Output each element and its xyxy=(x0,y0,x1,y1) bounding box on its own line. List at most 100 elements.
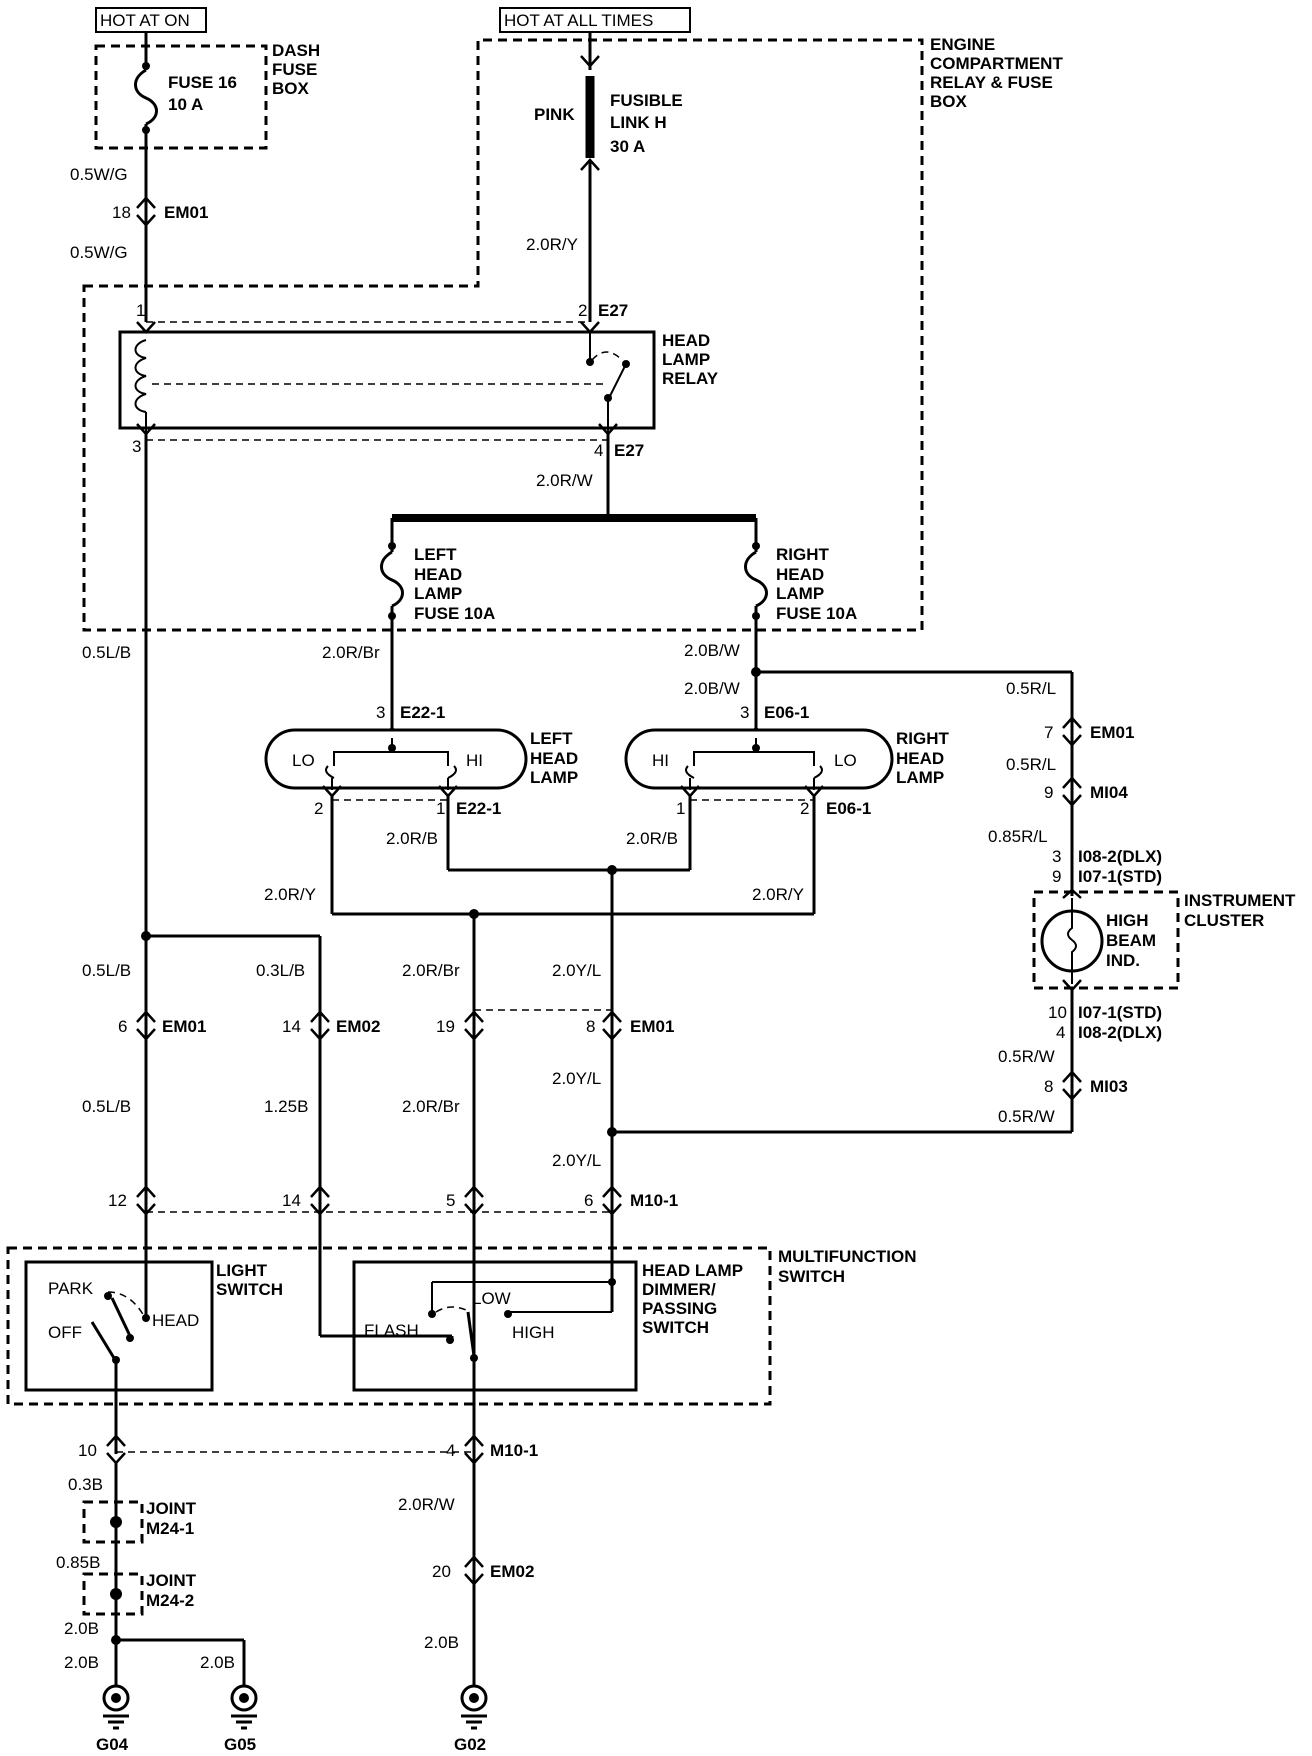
ground-g05-label: G05 xyxy=(224,1735,256,1754)
svg-text:COMPARTMENT: COMPARTMENT xyxy=(930,54,1063,73)
svg-text:2.0R/Br: 2.0R/Br xyxy=(402,961,460,980)
svg-text:M24-2: M24-2 xyxy=(146,1591,194,1610)
svg-text:HEAD: HEAD xyxy=(530,749,578,768)
svg-text:HEAD: HEAD xyxy=(414,565,462,584)
svg-text:FUSE 10A: FUSE 10A xyxy=(414,604,495,623)
svg-text:10: 10 xyxy=(1048,1003,1067,1022)
light-switch xyxy=(24,1260,214,1392)
svg-text:I08-2(DLX): I08-2(DLX) xyxy=(1078,1023,1162,1042)
svg-text:1.25B: 1.25B xyxy=(264,1097,308,1116)
svg-text:6: 6 xyxy=(584,1191,593,1210)
svg-text:JOINT: JOINT xyxy=(146,1499,197,1518)
right-head-lamp-label: RIGHT xyxy=(896,729,950,748)
svg-text:12: 12 xyxy=(108,1191,127,1210)
svg-text:MI04: MI04 xyxy=(1090,783,1128,802)
fuse-16-label: FUSE 16 xyxy=(168,73,237,92)
joint-m24-2 xyxy=(82,1572,144,1616)
head-lamp-relay-label: HEAD xyxy=(662,331,710,350)
svg-text:SWITCH: SWITCH xyxy=(778,1267,845,1286)
head-lamp-dimmer-passing-switch xyxy=(352,1260,638,1392)
ground-g04-icon xyxy=(101,1684,131,1730)
svg-text:5: 5 xyxy=(446,1191,455,1210)
svg-text:E06-1: E06-1 xyxy=(764,703,809,722)
ground-g04-label: G04 xyxy=(96,1735,129,1754)
svg-text:2.0B/W: 2.0B/W xyxy=(684,641,740,660)
svg-text:OFF: OFF xyxy=(48,1323,82,1342)
svg-text:9: 9 xyxy=(1052,867,1061,886)
head-lamp-relay xyxy=(118,330,656,430)
svg-text:BOX: BOX xyxy=(272,79,310,98)
ground-g05-icon xyxy=(229,1684,259,1730)
svg-text:0.5R/W: 0.5R/W xyxy=(998,1107,1055,1126)
svg-text:E06-1: E06-1 xyxy=(826,799,871,818)
svg-text:0.5L/B: 0.5L/B xyxy=(82,1097,131,1116)
svg-text:1: 1 xyxy=(136,301,145,320)
svg-text:6: 6 xyxy=(118,1017,127,1036)
svg-text:2.0R/Br: 2.0R/Br xyxy=(402,1097,460,1116)
right-fuse-label: RIGHT xyxy=(776,545,830,564)
svg-text:E22-1: E22-1 xyxy=(400,703,445,722)
hot-at-all-times-header: HOT AT ALL TIMES xyxy=(499,7,691,33)
svg-text:M10-1: M10-1 xyxy=(630,1191,678,1210)
high-beam-ind-label: HIGH xyxy=(1106,911,1149,930)
svg-text:RELAY & FUSE: RELAY & FUSE xyxy=(930,73,1053,92)
svg-text:FUSE 10A: FUSE 10A xyxy=(776,604,857,623)
svg-text:30 A: 30 A xyxy=(610,137,645,156)
instrument-cluster-label: INSTRUMENT xyxy=(1184,891,1296,910)
svg-text:1: 1 xyxy=(436,799,445,818)
svg-text:LO: LO xyxy=(834,751,857,770)
svg-text:2.0B: 2.0B xyxy=(64,1619,99,1638)
svg-text:1: 1 xyxy=(676,799,685,818)
svg-text:4: 4 xyxy=(594,441,603,460)
relay-contact xyxy=(609,363,627,397)
svg-text:2.0R/Y: 2.0R/Y xyxy=(264,885,316,904)
svg-text:0.5R/L: 0.5R/L xyxy=(1006,679,1056,698)
svg-text:EM01: EM01 xyxy=(164,203,208,222)
svg-text:2: 2 xyxy=(800,799,809,818)
svg-text:0.5W/G: 0.5W/G xyxy=(70,243,128,262)
svg-text:HI: HI xyxy=(652,751,669,770)
svg-text:E27: E27 xyxy=(614,441,644,460)
fuse-16-symbol xyxy=(134,68,158,126)
svg-text:CLUSTER: CLUSTER xyxy=(1184,911,1264,930)
light-switch-lever xyxy=(110,1297,132,1337)
svg-text:HI: HI xyxy=(466,751,483,770)
light-switch-label: LIGHT xyxy=(216,1261,268,1280)
dash-fuse-box-label: DASH xyxy=(272,41,320,60)
svg-text:E22-1: E22-1 xyxy=(456,799,501,818)
svg-text:BEAM: BEAM xyxy=(1106,931,1156,950)
svg-text:IND.: IND. xyxy=(1106,951,1140,970)
engine-compartment-box xyxy=(82,38,924,632)
left-head-lamp-label: LEFT xyxy=(530,729,573,748)
svg-text:3: 3 xyxy=(1052,847,1061,866)
svg-text:I08-2(DLX): I08-2(DLX) xyxy=(1078,847,1162,866)
svg-text:0.5L/B: 0.5L/B xyxy=(82,961,131,980)
svg-text:EM01: EM01 xyxy=(1090,723,1134,742)
wire-label: 0.5W/G xyxy=(70,165,128,184)
svg-text:HOT AT ON: HOT AT ON xyxy=(100,11,190,30)
svg-text:3: 3 xyxy=(376,703,385,722)
svg-text:0.3B: 0.3B xyxy=(68,1475,103,1494)
svg-text:HIGH: HIGH xyxy=(512,1323,555,1342)
svg-text:2.0B: 2.0B xyxy=(64,1653,99,1672)
svg-text:MI03: MI03 xyxy=(1090,1077,1128,1096)
svg-text:SWITCH: SWITCH xyxy=(642,1318,709,1337)
joint-m24-1 xyxy=(82,1500,144,1544)
svg-text:4: 4 xyxy=(1056,1023,1065,1042)
svg-text:EM01: EM01 xyxy=(630,1017,674,1036)
svg-text:LOW: LOW xyxy=(472,1289,511,1308)
svg-text:LO: LO xyxy=(292,751,315,770)
svg-text:7: 7 xyxy=(1044,723,1053,742)
svg-text:LAMP: LAMP xyxy=(414,584,462,603)
svg-text:PARK: PARK xyxy=(48,1279,94,1298)
svg-text:2.0Y/L: 2.0Y/L xyxy=(552,1151,601,1170)
dimmer-switch-label: HEAD LAMP xyxy=(642,1261,743,1280)
svg-text:2.0R/W: 2.0R/W xyxy=(536,471,593,490)
svg-text:0.5L/B: 0.5L/B xyxy=(82,643,131,662)
svg-text:HOT AT ALL TIMES: HOT AT ALL TIMES xyxy=(504,11,653,30)
svg-text:M24-1: M24-1 xyxy=(146,1519,194,1538)
svg-text:EM02: EM02 xyxy=(336,1017,380,1036)
svg-text:JOINT: JOINT xyxy=(146,1571,197,1590)
svg-text:2: 2 xyxy=(578,301,587,320)
svg-text:LAMP: LAMP xyxy=(776,584,824,603)
